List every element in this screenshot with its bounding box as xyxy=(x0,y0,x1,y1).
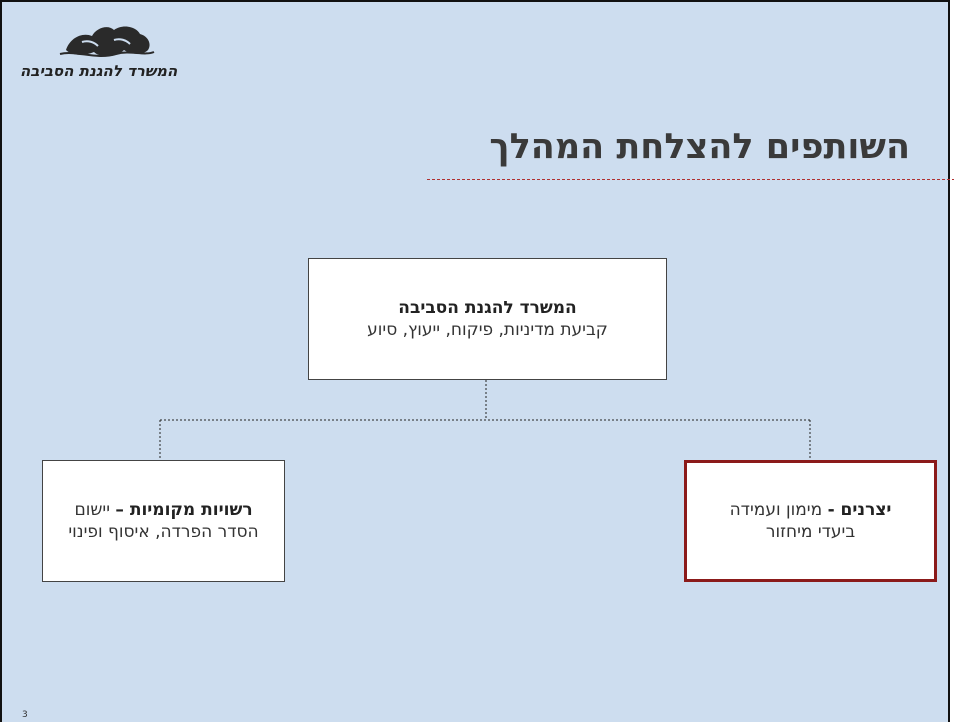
node-local-authorities-line1: יישום xyxy=(74,500,116,520)
page-number: 3 xyxy=(22,710,28,720)
node-local-authorities-title: רשויות מקומיות – xyxy=(115,500,253,520)
node-ministry-description: קביעת מדיניות, פיקוח, ייעוץ, סיוע xyxy=(367,320,608,340)
node-producers-line2: ביעדי מיחזור xyxy=(765,522,856,542)
node-producers-line1: מימון ועמידה xyxy=(729,500,828,520)
node-producers: יצרנים - מימון ועמידה ביעדי מיחזור xyxy=(684,460,937,582)
node-producers-title: יצרנים - xyxy=(827,500,892,520)
logo-text: המשרד להגנת הסביבה xyxy=(20,62,178,80)
node-ministry-title: המשרד להגנת הסביבה xyxy=(398,298,577,318)
logo-emblem-icon xyxy=(59,26,155,57)
ministry-logo: המשרד להגנת הסביבה xyxy=(16,20,206,82)
node-local-authorities: רשויות מקומיות – יישום הסדר הפרדה, איסוף… xyxy=(42,460,285,582)
node-ministry: המשרד להגנת הסביבה קביעת מדיניות, פיקוח,… xyxy=(308,258,667,380)
title-underline xyxy=(427,179,954,180)
slide-title: השותפים להצלחת המהלך xyxy=(489,127,910,167)
node-local-authorities-line2: הסדר הפרדה, איסוף ופינוי xyxy=(68,522,259,542)
